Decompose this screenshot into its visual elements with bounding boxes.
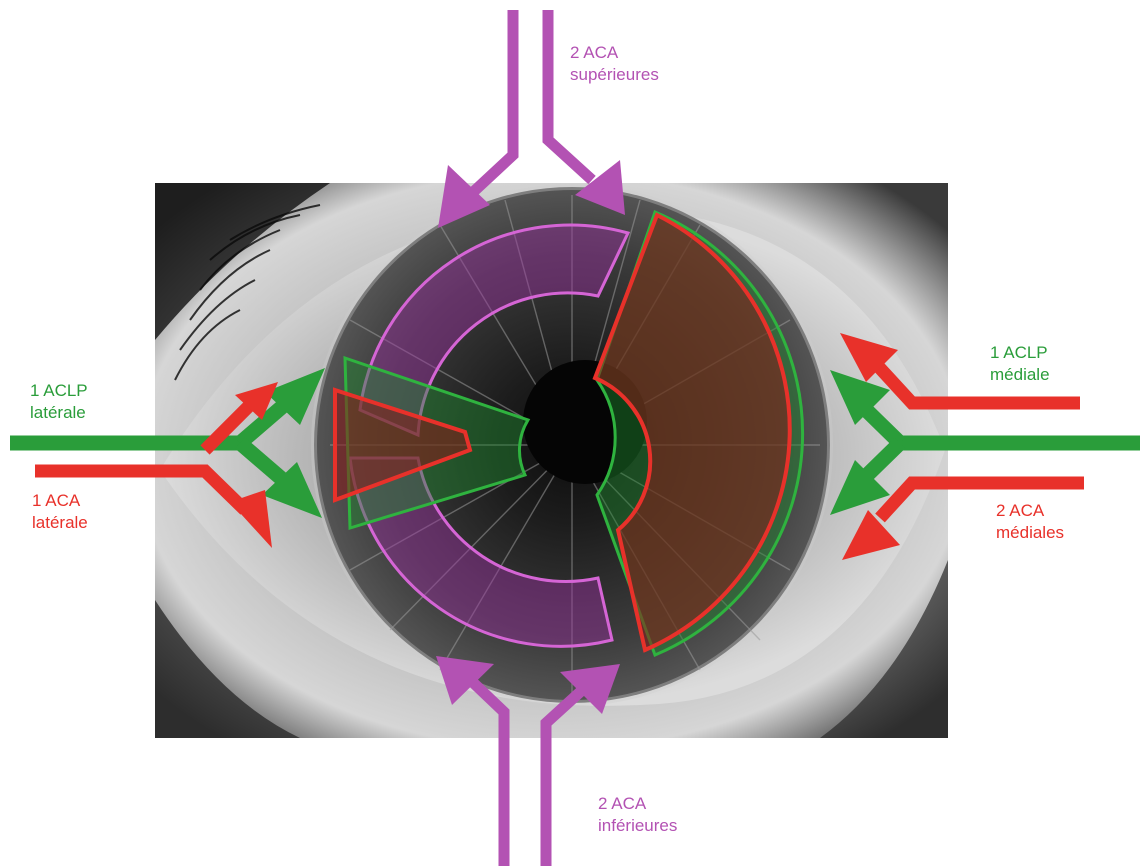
- label-aca-laterale-line2: latérale: [32, 512, 88, 534]
- label-aclp-laterale: 1 ACLP latérale: [30, 380, 88, 424]
- label-aca-superieures: 2 ACA supérieures: [570, 42, 659, 86]
- label-aclp-laterale-line1: 1 ACLP: [30, 380, 88, 402]
- aca-superior-arrows: [470, 10, 592, 195]
- label-aca-superieures-line1: 2 ACA: [570, 42, 659, 64]
- label-aca-laterale: 1 ACA latérale: [32, 490, 88, 534]
- label-aclp-mediale-line2: médiale: [990, 364, 1050, 386]
- label-aca-mediales: 2 ACA médiales: [996, 500, 1064, 544]
- label-aclp-mediale-line1: 1 ACLP: [990, 342, 1050, 364]
- label-aca-superieures-line2: supérieures: [570, 64, 659, 86]
- label-aca-laterale-line1: 1 ACA: [32, 490, 88, 512]
- label-aca-mediales-line1: 2 ACA: [996, 500, 1064, 522]
- label-aclp-laterale-line2: latérale: [30, 402, 88, 424]
- label-aca-inferieures-line1: 2 ACA: [598, 793, 677, 815]
- label-aclp-mediale: 1 ACLP médiale: [990, 342, 1050, 386]
- label-aca-inferieures-line2: inférieures: [598, 815, 677, 837]
- label-aca-mediales-line2: médiales: [996, 522, 1064, 544]
- label-aca-inferieures: 2 ACA inférieures: [598, 793, 677, 837]
